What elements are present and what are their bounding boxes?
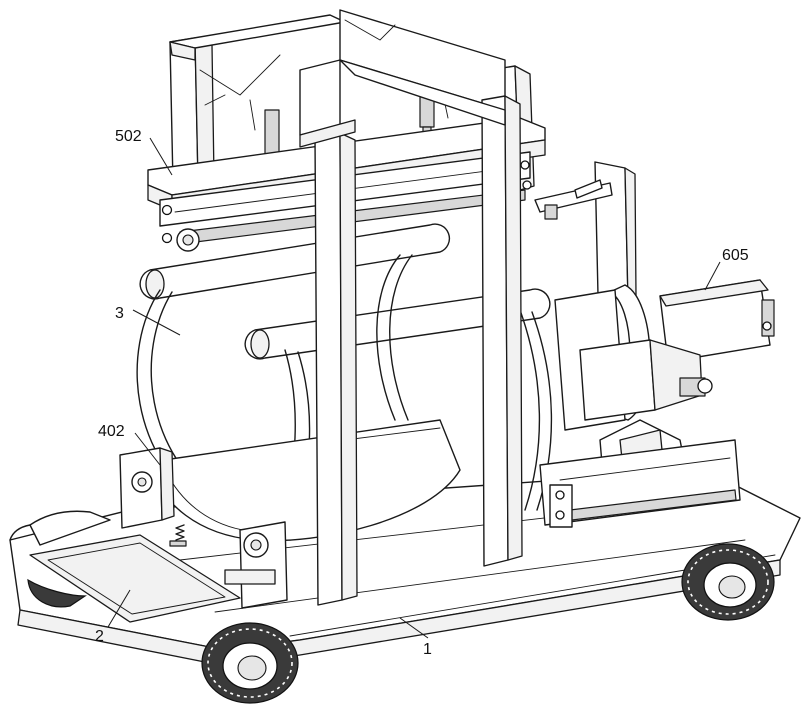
callout-502: 502 <box>115 128 142 145</box>
front-platform <box>9 510 241 623</box>
callout-1: 1 <box>423 641 432 658</box>
callout-402: 402 <box>98 423 125 440</box>
cradle-tray <box>119 419 461 609</box>
wheels <box>27 543 775 704</box>
callout-2: 2 <box>95 628 104 645</box>
side-bracket <box>534 161 637 301</box>
callout-labels: 502 605 3 402 2 1 <box>95 128 749 658</box>
callout-leaders <box>107 137 721 639</box>
front-left-wheel <box>201 622 299 704</box>
callout-3: 3 <box>115 305 124 322</box>
right-wheel <box>681 543 775 621</box>
callout-605: 605 <box>722 247 749 264</box>
slide-rail <box>539 439 741 528</box>
upright-frame <box>299 9 523 606</box>
